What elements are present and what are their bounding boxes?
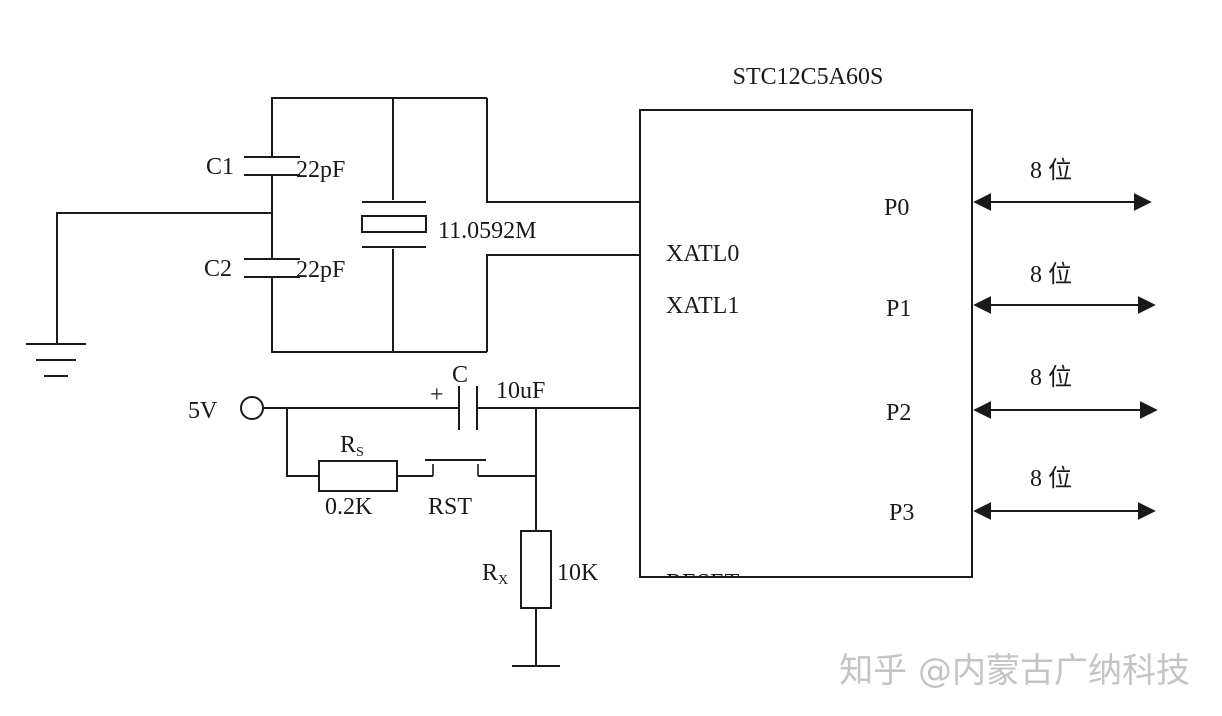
port-buses: 8 位 8 位 8 位 8 位 xyxy=(973,157,1158,520)
rs-branch-wire xyxy=(286,408,319,477)
bus-width-p1: 8 位 xyxy=(1030,261,1072,288)
pin-label-p2: P2 xyxy=(886,400,911,426)
ground-wire xyxy=(56,212,272,344)
resistor-rx-name: RX xyxy=(482,560,508,588)
pin-label-xatl1: XATL1 xyxy=(666,293,739,319)
mcu-chip: STC12C5A60S XATL0 XATL1 P0 P1 P2 P3 RESE… xyxy=(639,64,973,596)
resistor-rs-name: RS xyxy=(340,432,364,460)
supply-terminal xyxy=(240,396,264,420)
mcu-chip-body xyxy=(639,109,973,578)
crystal-body xyxy=(361,215,427,233)
bus-width-p3: 8 位 xyxy=(1030,465,1072,492)
pin-label-p1: P1 xyxy=(886,296,911,322)
xatl0-wire xyxy=(486,98,640,203)
oscillator-loop-wire xyxy=(271,97,487,353)
pin-label-reset: RESET xyxy=(666,570,740,596)
watermark-text: 知乎 @内蒙古广纳科技 xyxy=(839,651,1190,691)
resistor-rx-letter: R xyxy=(482,560,498,586)
resistor-rx-value: 10K xyxy=(557,560,599,586)
bus-width-p2: 8 位 xyxy=(1030,364,1072,391)
capacitor-c2-value: 22pF xyxy=(296,257,345,283)
reset-label-clip: RESET xyxy=(666,570,740,596)
resistor-rs-letter: R xyxy=(340,432,356,458)
resistor-rx-sub: X xyxy=(498,573,508,588)
resistor-rs-sub: S xyxy=(356,445,364,460)
capacitor-c-name: C xyxy=(452,362,468,388)
resistor-rx xyxy=(520,530,552,609)
capacitor-c1-name: C1 xyxy=(206,154,234,180)
pin-label-p0: P0 xyxy=(884,195,909,221)
reset-circuit: 5V + C 10uF RS 0.2K RST RX 10K xyxy=(188,362,640,667)
switch-rst-label: RST xyxy=(428,494,472,520)
xatl1-wire xyxy=(486,254,640,352)
mcu-chip-name: STC12C5A60S xyxy=(733,64,884,90)
capacitor-c1-value: 22pF xyxy=(296,157,345,183)
crystal-value: 11.0592M xyxy=(438,218,536,244)
capacitor-c-value: 10uF xyxy=(496,378,545,404)
capacitor-c-polarity: + xyxy=(430,382,444,408)
bus-width-p0: 8 位 xyxy=(1030,157,1072,184)
pin-label-p3: P3 xyxy=(889,500,914,526)
supply-label: 5V xyxy=(188,398,218,424)
pin-label-xatl0: XATL0 xyxy=(666,241,739,267)
resistor-rs-value: 0.2K xyxy=(325,494,373,520)
resistor-rs xyxy=(318,460,398,492)
capacitor-c2-name: C2 xyxy=(204,256,232,282)
oscillator-circuit: C1 22pF C2 22pF 11.0592M xyxy=(26,97,640,377)
